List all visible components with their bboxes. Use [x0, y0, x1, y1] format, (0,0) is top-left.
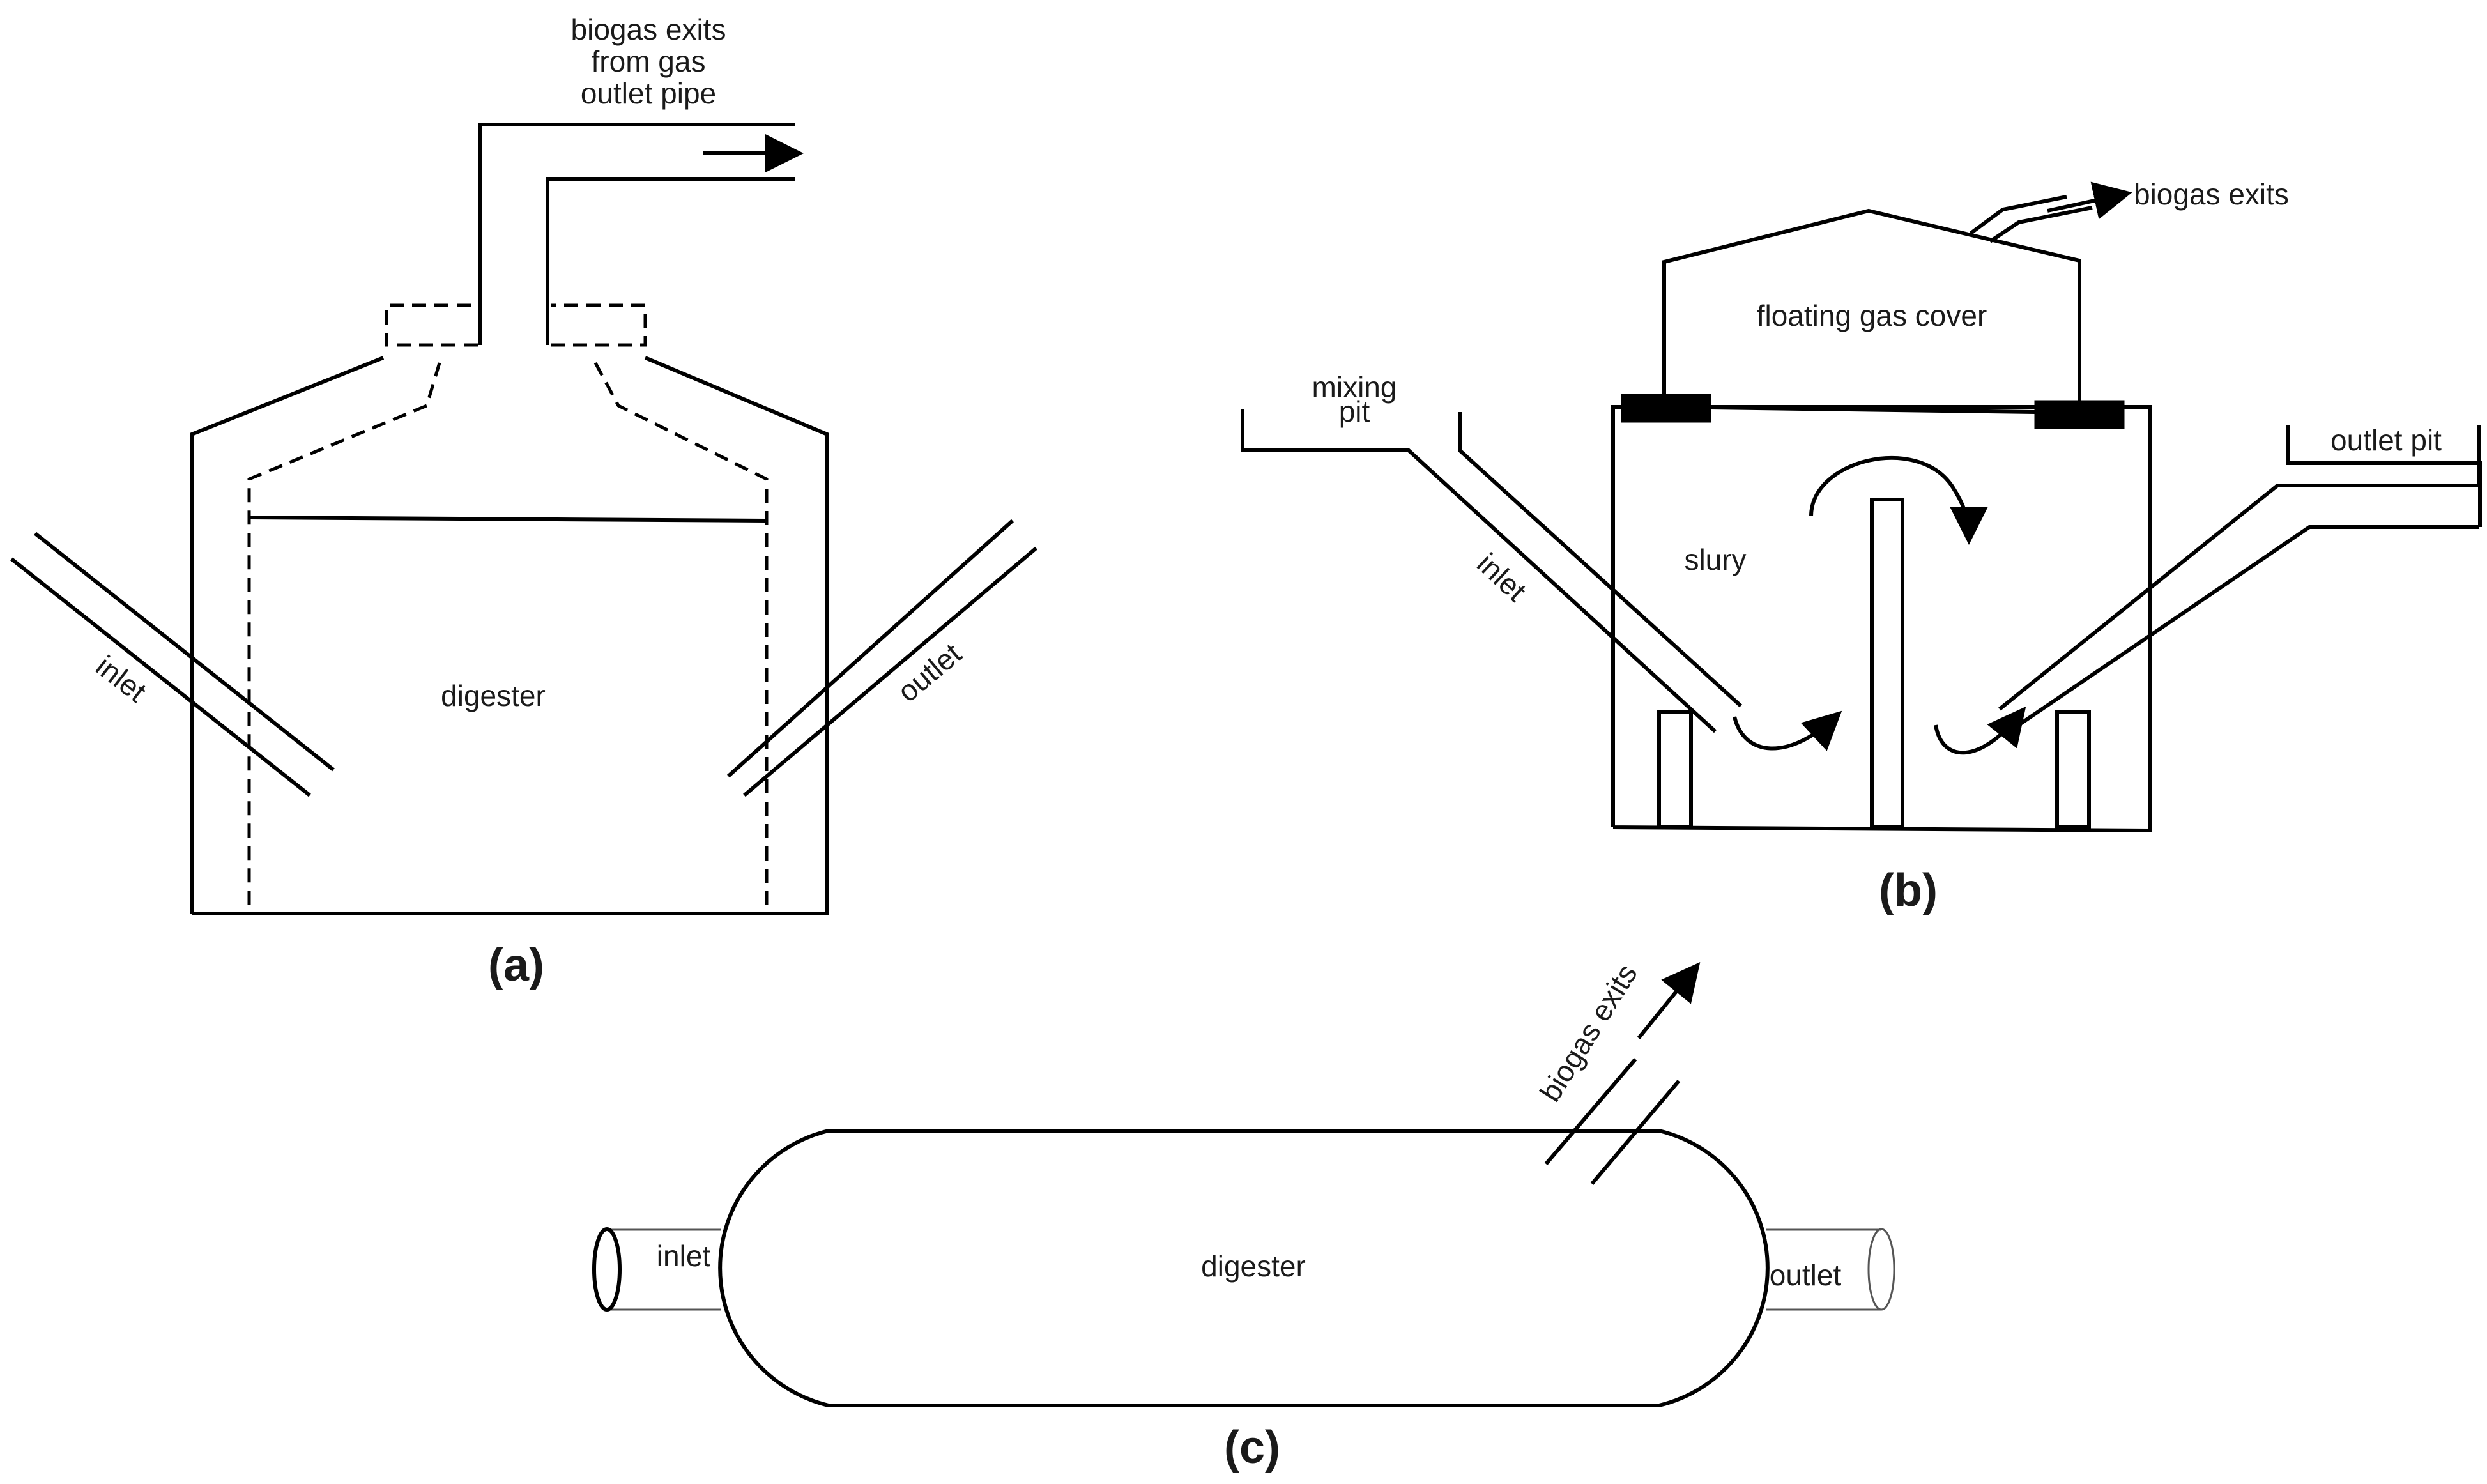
panel-b-gas-arrow — [2047, 181, 2132, 220]
panel-c-inlet-opening — [592, 1227, 622, 1312]
panel-c: inlet digester outlet biogas exits (c) — [592, 958, 1895, 1473]
panel-c-inlet-tube — [607, 1228, 721, 1311]
panel-a-biogas-label-1: biogas exits — [571, 13, 726, 46]
panel-a-outlet-label: outlet — [891, 637, 968, 708]
panel-c-digester-label: digester — [1201, 1250, 1306, 1283]
panel-a-pipe-collar-left — [385, 303, 478, 347]
panel-b-cover-label: floating gas cover — [1757, 299, 1987, 332]
panel-c-gas-pipe — [1544, 1058, 1681, 1185]
panel-b-gas-pipe — [1970, 195, 2093, 243]
panel-b: biogas exits floating gas cover mixing p… — [1241, 178, 2482, 916]
panel-c-outlet-opening — [1867, 1228, 1895, 1311]
panel-b-caption: (b) — [1879, 865, 1938, 916]
panel-a-outer-wall — [190, 356, 829, 915]
panel-c-outlet-label: outlet — [1770, 1258, 1842, 1292]
panel-b-inlet-pipe — [1241, 409, 1743, 733]
panel-b-gas-cover — [1662, 208, 2081, 404]
panel-b-flow-arrow-top — [1809, 455, 1988, 545]
panel-a-pipe-collar-right — [551, 303, 647, 347]
panel-a-gas-pipe — [478, 123, 795, 345]
panel-b-flow-arrow-left — [1733, 710, 1842, 751]
panel-b-tank — [1611, 405, 2152, 833]
panel-b-biogas-label: biogas exits — [2134, 178, 2289, 211]
panel-b-outlet-pit — [2286, 425, 2482, 527]
panel-b-post-right — [2055, 710, 2091, 829]
panel-c-outlet-tube — [1766, 1228, 1881, 1311]
panel-c-caption: (c) — [1224, 1422, 1280, 1473]
panel-b-seal-right — [2034, 400, 2125, 429]
panel-c-body — [718, 1129, 1770, 1407]
panel-c-inlet-label: inlet — [657, 1239, 711, 1273]
panel-b-flow-arrow-right — [1934, 706, 2026, 755]
panel-b-outlet-pit-label: outlet pit — [2330, 424, 2442, 457]
panel-b-mixing-pit-label-1: mixing — [1312, 371, 1397, 404]
panel-b-slurry-label: slury — [1684, 543, 1746, 576]
panel-b-partition — [1870, 498, 1904, 829]
panel-c-gas-arrow — [1637, 962, 1701, 1039]
panel-b-mixing-pit-label-2: pit — [1339, 395, 1370, 428]
panel-a-caption: (a) — [488, 940, 544, 991]
panel-a-slurry-line — [250, 516, 766, 523]
panel-a-inner-wall-left — [247, 362, 441, 914]
panel-c-biogas-label: biogas exits — [1533, 958, 1644, 1108]
panel-a-biogas-label-2: from gas — [592, 45, 706, 78]
panel-a-biogas-label-3: outlet pipe — [581, 77, 716, 110]
panel-a-inlet-label: inlet — [90, 649, 153, 708]
panel-b-outlet-pipe — [1998, 425, 2481, 733]
panel-a-inner-wall-right — [593, 362, 769, 914]
panel-a: biogas exits from gas outlet pipe digest… — [10, 13, 1037, 991]
panel-a-outlet-pipe — [726, 519, 1037, 797]
panel-a-inlet-pipe — [10, 532, 335, 797]
panel-b-post-left — [1657, 710, 1693, 829]
panel-a-digester-label: digester — [441, 679, 546, 712]
